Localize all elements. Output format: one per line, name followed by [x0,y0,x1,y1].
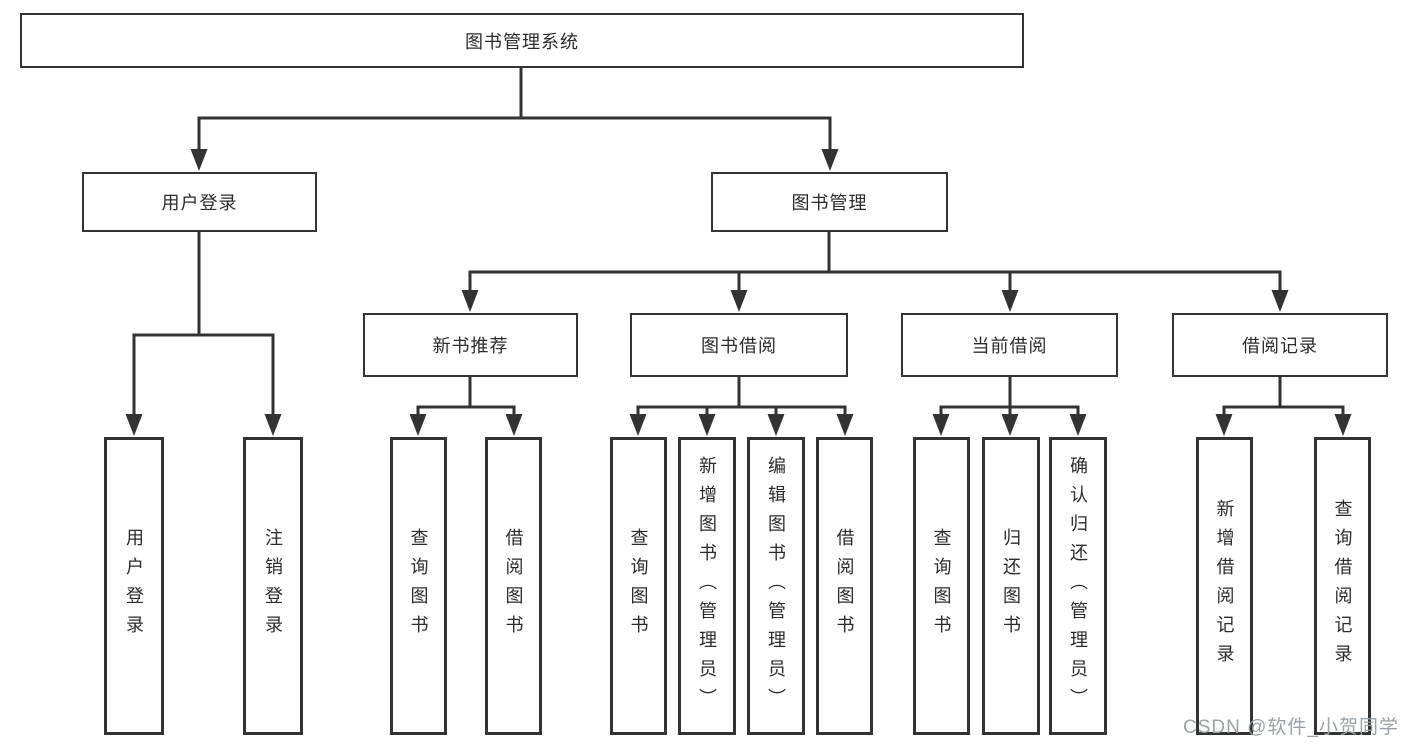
node-borrow-records: 借阅记录 [1172,313,1388,377]
node-label: 借阅记录 [1242,336,1318,356]
node-label: 用户登录 [124,528,144,644]
node-leaf-add-borrow-record: 新增借阅记录 [1196,437,1253,735]
watermark: CSDN @软件_小贺同学 [1183,717,1399,738]
node-label: 当前借阅 [971,336,1048,356]
node-label: 编辑图书（管理员） [766,455,786,717]
node-leaf-query-borrow-record: 查询借阅记录 [1314,437,1371,735]
node-label: 查询借阅记录 [1332,499,1353,673]
node-label: 查询图书 [931,528,952,644]
node-book-borrow: 图书借阅 [630,313,848,377]
node-label: 借阅图书 [834,528,855,644]
node-leaf-user-login: 用户登录 [104,437,164,735]
node-label: 查询图书 [628,528,649,644]
node-library-system: 图书管理系统 [20,13,1024,68]
node-label: 查询图书 [408,528,429,644]
node-new-book-recommend: 新书推荐 [363,313,578,377]
node-leaf-confirm-return-admin: 确认归还（管理员） [1049,437,1107,735]
node-label: 注销登录 [263,528,283,644]
node-label: 图书借阅 [701,336,777,356]
node-label: 新增借阅记录 [1214,499,1235,673]
node-label: 图书管理 [791,193,868,213]
node-leaf-edit-books-admin: 编辑图书（管理员） [747,437,805,735]
node-leaf-return-books: 归还图书 [982,437,1040,735]
node-leaf-logout: 注销登录 [243,437,303,735]
node-leaf-add-books-admin: 新增图书（管理员） [678,437,736,735]
node-book-management: 图书管理 [711,172,948,232]
node-label: 借阅图书 [503,528,524,644]
node-leaf-borrow-books: 借阅图书 [816,437,873,735]
node-current-borrow: 当前借阅 [901,313,1118,377]
node-user-login: 用户登录 [82,172,317,232]
node-leaf-query-books-current: 查询图书 [913,437,970,735]
node-label: 确认归还（管理员） [1068,455,1088,717]
node-label: 归还图书 [1001,528,1021,644]
node-label: 新书推荐 [432,336,509,356]
arrowheads [125,149,1352,436]
node-leaf-query-books-recommend: 查询图书 [390,437,447,735]
node-label: 图书管理系统 [465,31,579,52]
node-leaf-query-books-borrow: 查询图书 [610,437,667,735]
node-label: 用户登录 [161,193,238,213]
node-leaf-borrow-books-recommend: 借阅图书 [485,437,542,735]
node-label: 新增图书（管理员） [697,455,717,717]
